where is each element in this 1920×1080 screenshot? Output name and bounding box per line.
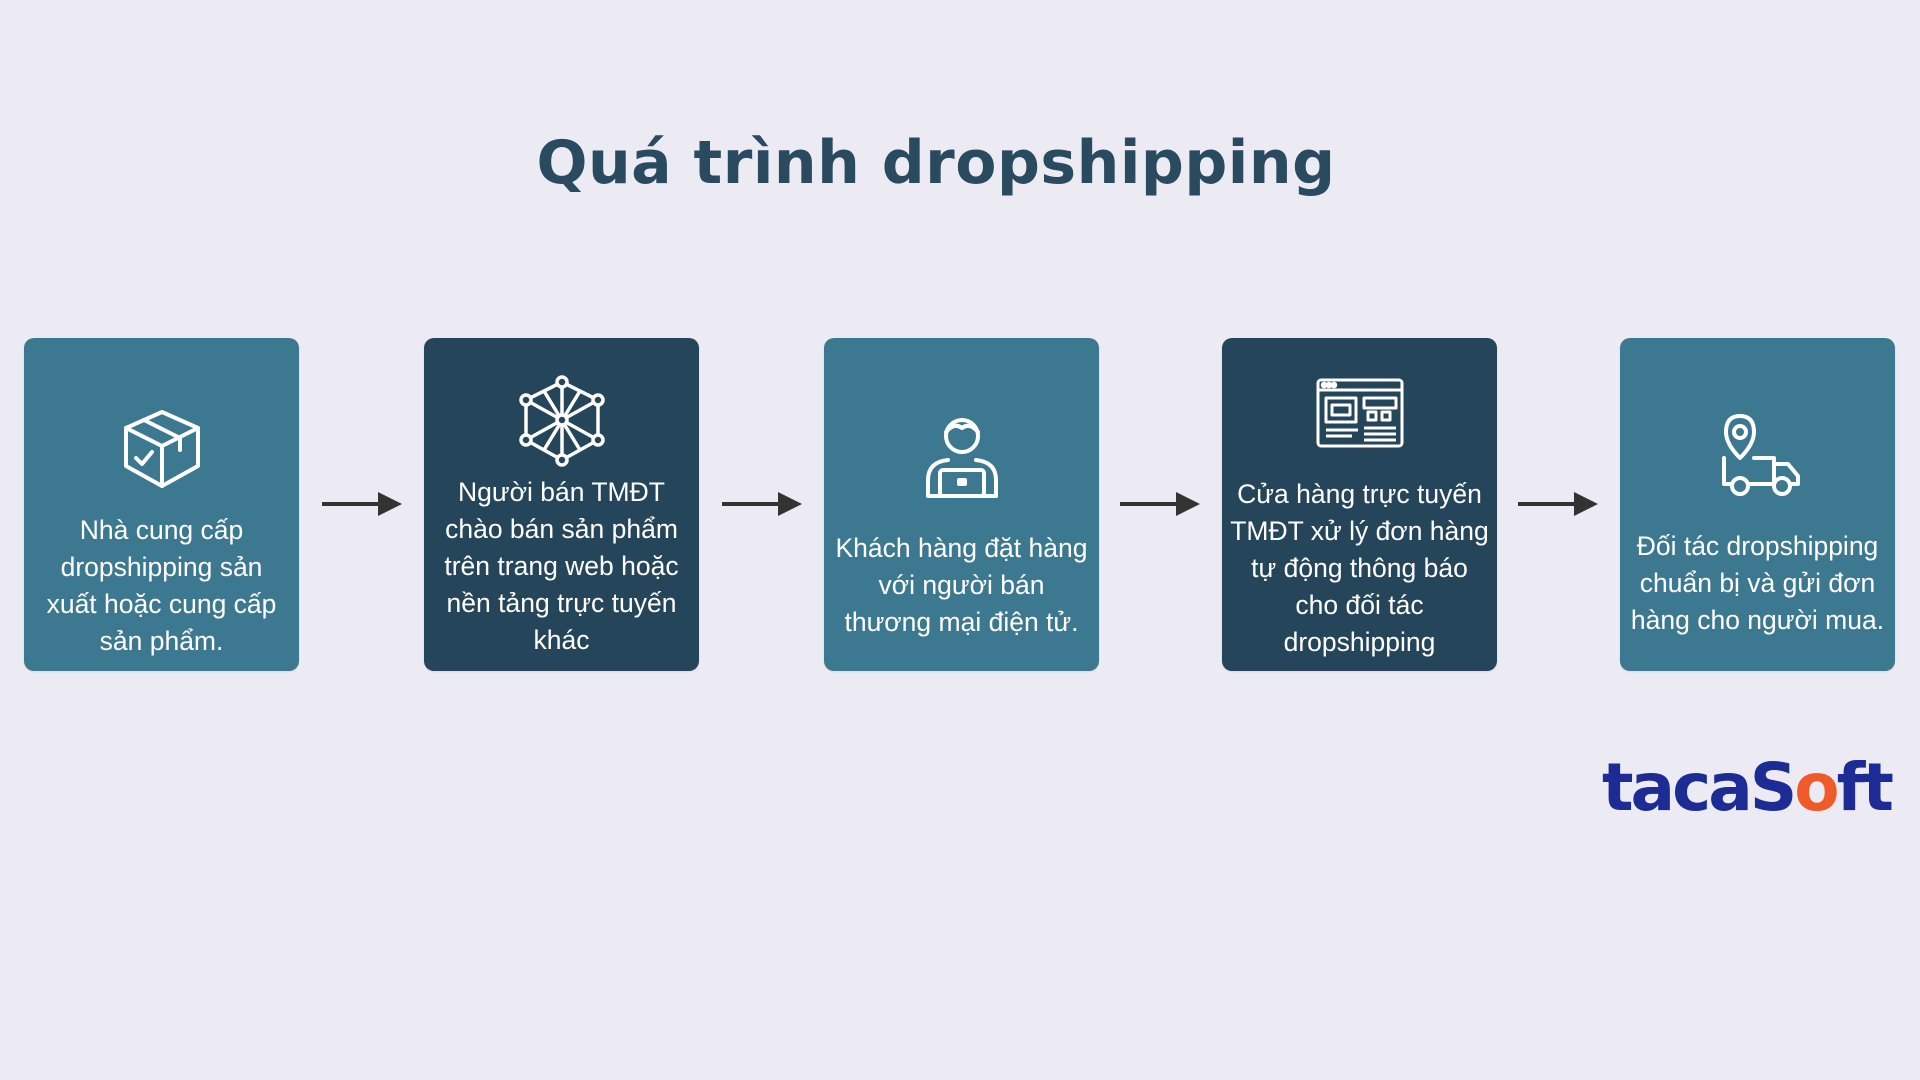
arrow-right-icon <box>1516 489 1600 519</box>
arrow-right-icon <box>1118 489 1202 519</box>
step-customer: Khách hàng đặt hàng với người bán thương… <box>824 338 1099 671</box>
step-text: Nhà cung cấp dropshipping sản xuất hoặc … <box>46 515 277 656</box>
package-box-icon <box>114 402 210 498</box>
step-online-store: Cửa hàng trực tuyến TMĐT xử lý đơn hàng … <box>1222 338 1497 671</box>
tacasoft-logo: tacaSoft <box>1602 749 1894 826</box>
step-seller: Người bán TMĐT chào bán sản phẩm trên tr… <box>424 338 699 671</box>
arrow-right-icon <box>320 489 404 519</box>
network-cube-icon <box>514 374 610 470</box>
step-dropship-partner: Đối tác dropshipping chuẩn bị và gửi đơn… <box>1620 338 1895 671</box>
step-text: Người bán TMĐT chào bán sản phẩm trên tr… <box>444 477 679 655</box>
step-supplier: Nhà cung cấp dropshipping sản xuất hoặc … <box>24 338 299 671</box>
step-text: Khách hàng đặt hàng với người bán thương… <box>835 533 1088 637</box>
step-text: Đối tác dropshipping chuẩn bị và gửi đơn… <box>1630 531 1885 635</box>
person-laptop-icon <box>914 410 1010 506</box>
arrow-right-icon <box>720 489 804 519</box>
step-text: Cửa hàng trực tuyến TMĐT xử lý đơn hàng … <box>1230 479 1489 657</box>
page-title: Quá trình dropshipping <box>536 128 1336 198</box>
delivery-truck-location-icon <box>1710 408 1806 504</box>
online-store-window-icon <box>1312 368 1408 464</box>
